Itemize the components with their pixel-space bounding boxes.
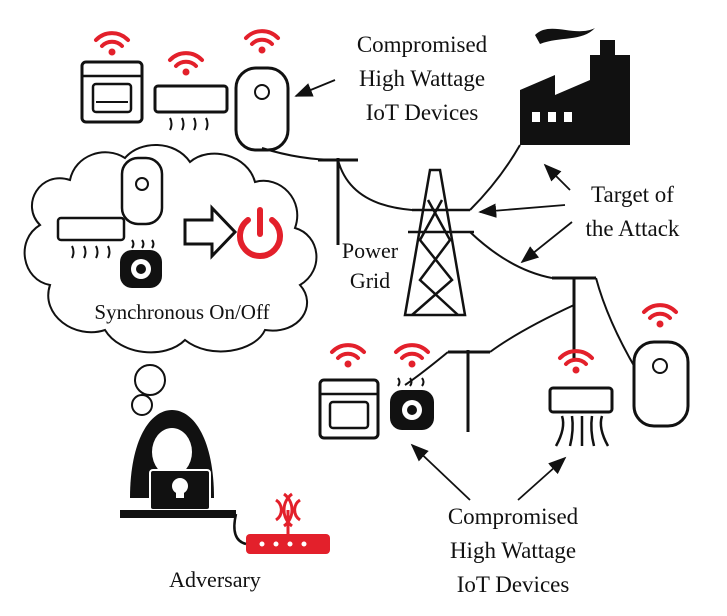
space-heater-icon	[390, 377, 434, 430]
water-heater-icon	[632, 340, 690, 428]
wifi-icon	[558, 349, 594, 376]
wifi-icon	[330, 343, 366, 370]
compromised-label-line3: IoT Devices	[456, 572, 570, 597]
wifi-icon	[642, 303, 678, 330]
wifi-icon	[244, 29, 280, 56]
compromised-devices-label-bottom: Compromised High Wattage IoT Devices	[418, 500, 608, 602]
adversary-label: Adversary	[169, 567, 261, 592]
oven-icon	[318, 378, 380, 440]
air-conditioner-icon	[153, 84, 229, 131]
compromised-label-line1: Compromised	[356, 32, 488, 57]
target-label: Target of the Attack	[560, 178, 705, 246]
compromised-devices-label-top: Compromised High Wattage IoT Devices	[322, 28, 522, 130]
router-icon	[233, 492, 330, 554]
wifi-icon	[168, 51, 204, 78]
air-conditioner-icon	[548, 386, 614, 447]
target-label-line1: Target of	[591, 182, 674, 207]
oven-icon	[80, 60, 144, 124]
synchronous-label: Synchronous On/Off	[94, 300, 270, 324]
utility-pole-icon	[318, 158, 596, 432]
arrow-right-icon	[183, 204, 238, 260]
power-grid-label-line1: Power	[341, 238, 399, 263]
annotation-arrows	[294, 79, 573, 501]
compromised-label-line2: High Wattage	[358, 66, 486, 91]
water-heater-icon	[234, 66, 290, 152]
factory-icon	[520, 28, 630, 145]
compromised-label-line2: High Wattage	[449, 538, 577, 563]
power-grid-label: Power Grid	[330, 236, 410, 296]
wifi-icon	[94, 31, 130, 58]
power-grid-label-line2: Grid	[349, 268, 391, 293]
hacker-icon	[120, 410, 236, 518]
target-label-line2: the Attack	[585, 216, 680, 241]
water-heater-icon	[120, 156, 164, 226]
compromised-label-line3: IoT Devices	[365, 100, 479, 125]
wifi-icon	[394, 343, 430, 370]
power-symbol-icon	[237, 207, 283, 259]
air-conditioner-icon	[56, 216, 126, 259]
transmission-tower-icon	[403, 168, 474, 317]
compromised-label-line1: Compromised	[447, 504, 579, 529]
space-heater-icon	[120, 239, 162, 288]
thought-cloud-icon	[23, 144, 318, 416]
